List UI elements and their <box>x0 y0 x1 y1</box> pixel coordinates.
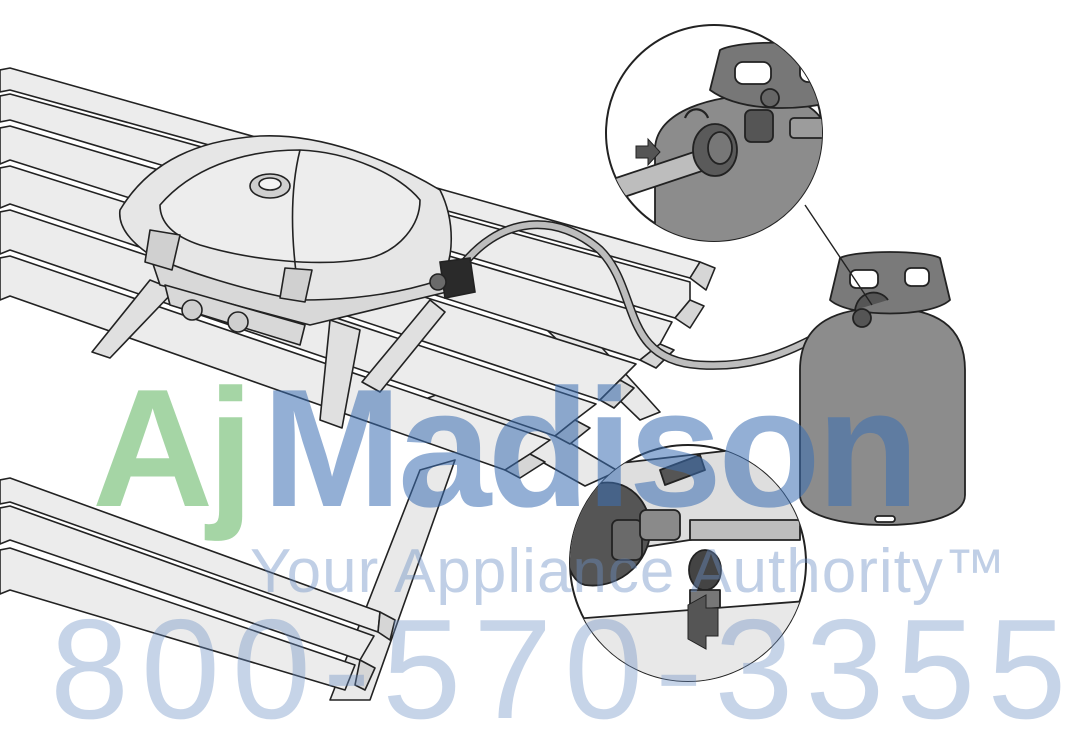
table-top-edges <box>504 261 716 479</box>
bench <box>0 477 396 691</box>
direction-arrow-icon <box>687 594 719 650</box>
regulator-detail-callout <box>569 444 807 682</box>
tank-valve-detail-callout <box>605 24 823 242</box>
portable-gas-grill <box>91 135 456 429</box>
assembly-illustration <box>0 24 966 701</box>
lid-handle <box>249 173 291 199</box>
propane-hose <box>450 220 865 370</box>
direction-arrow-icon <box>635 137 661 167</box>
grill-lid <box>119 135 453 301</box>
grill-legs <box>91 279 446 429</box>
callout-leader-line <box>804 204 873 306</box>
control-knobs <box>181 299 249 333</box>
regulator <box>429 257 476 299</box>
propane-tank <box>799 251 966 526</box>
grill-side-handles <box>144 229 313 303</box>
